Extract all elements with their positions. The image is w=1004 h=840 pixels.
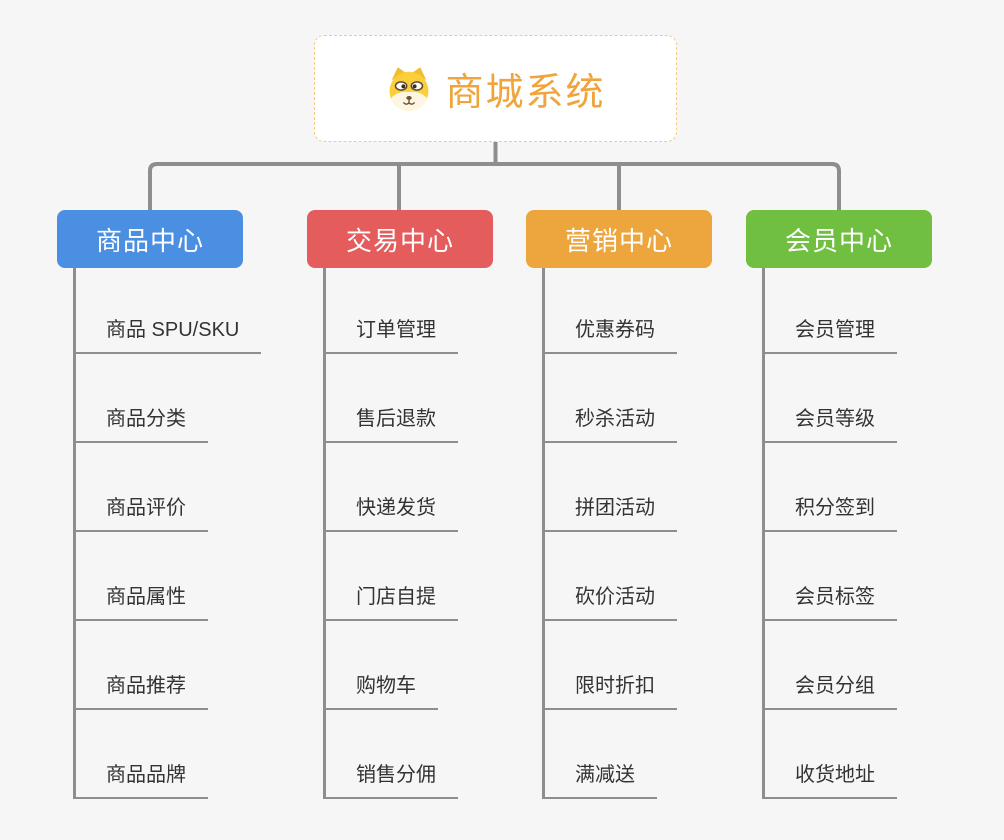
leaf-item[interactable]: 商品属性 [73,583,208,621]
leaf-item[interactable]: 门店自提 [323,583,458,621]
leaf-item[interactable]: 商品品牌 [73,761,208,799]
branch-leaf-list: 优惠券码 秒杀活动 拼团活动 砍价活动 限时折扣 满减送 [542,268,677,799]
leaf-item[interactable]: 收货地址 [762,761,897,799]
leaf-item[interactable]: 商品推荐 [73,672,208,710]
branch-header-marketing-center[interactable]: 营销中心 [526,210,712,268]
root-title: 商城系统 [445,72,606,114]
main-branch-line [148,162,841,210]
leaf-item[interactable]: 积分签到 [762,494,897,532]
branch-leaf-list: 商品 SPU/SKU 商品分类 商品评价 商品属性 商品推荐 商品品牌 [73,268,262,799]
leaf-item[interactable]: 满减送 [542,761,657,799]
branch-trunk-line [762,268,765,799]
leaf-item[interactable]: 会员管理 [762,316,897,354]
leaf-item[interactable]: 商品分类 [73,405,208,443]
leaf-item[interactable]: 会员等级 [762,405,897,443]
branch-trunk-line [542,268,545,799]
branch-member-center: 会员中心 会员管理 会员等级 积分签到 会员标签 会员分组 收货地址 [746,210,932,799]
branch-trade-center: 交易中心 订单管理 售后退款 快递发货 门店自提 购物车 销售分佣 [307,210,493,799]
branch-header-trade-center[interactable]: 交易中心 [307,210,493,268]
branch-product-center: 商品中心 商品 SPU/SKU 商品分类 商品评价 商品属性 商品推荐 商品品牌 [57,210,262,799]
leaf-item[interactable]: 会员标签 [762,583,897,621]
root-node[interactable]: 商城系统 [314,35,677,142]
leaf-item[interactable]: 优惠券码 [542,316,677,354]
leaf-item[interactable]: 商品 SPU/SKU [73,316,262,354]
leaf-item[interactable]: 秒杀活动 [542,405,677,443]
leaf-item[interactable]: 售后退款 [323,405,458,443]
leaf-item[interactable]: 会员分组 [762,672,897,710]
leaf-item[interactable]: 砍价活动 [542,583,677,621]
leaf-item[interactable]: 商品评价 [73,494,208,532]
leaf-item[interactable]: 快递发货 [323,494,458,532]
leaf-item[interactable]: 拼团活动 [542,494,677,532]
branch-header-member-center[interactable]: 会员中心 [746,210,932,268]
branch-leaf-list: 会员管理 会员等级 积分签到 会员标签 会员分组 收货地址 [762,268,897,799]
leaf-item[interactable]: 销售分佣 [323,761,458,799]
branch-leaf-list: 订单管理 售后退款 快递发货 门店自提 购物车 销售分佣 [323,268,458,799]
branch-trunk-line [73,268,76,799]
leaf-item[interactable]: 购物车 [323,672,438,710]
branch-marketing-center: 营销中心 优惠券码 秒杀活动 拼团活动 砍价活动 限时折扣 满减送 [526,210,712,799]
branch-trunk-line [323,268,326,799]
branch-header-product-center[interactable]: 商品中心 [57,210,243,268]
leaf-item[interactable]: 订单管理 [323,316,458,354]
leaf-item[interactable]: 限时折扣 [542,672,677,710]
shiba-dog-icon [385,65,433,113]
